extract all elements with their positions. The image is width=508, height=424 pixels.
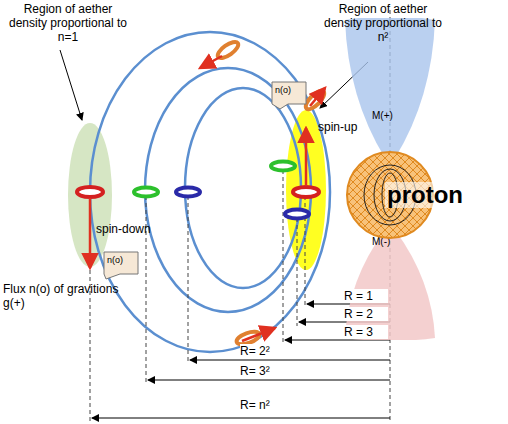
node-text: proton bbox=[385, 182, 465, 208]
node-text: M(+) bbox=[372, 110, 393, 121]
radius-label: R = 2 bbox=[344, 307, 388, 321]
flux-label: Flux n(o) of gravitions g(+) bbox=[3, 282, 123, 310]
node-text: n(o) bbox=[107, 255, 123, 265]
radius-label: R= n² bbox=[240, 398, 290, 412]
drop-line bbox=[90, 10, 390, 422]
node-shape bbox=[100, 250, 140, 280]
spin-label: spin-down bbox=[96, 222, 166, 236]
mass-lobe: M(-) bbox=[340, 230, 440, 340]
spin-arrow bbox=[90, 56, 325, 341]
spin-label: spin-up bbox=[318, 120, 378, 134]
radius-label: R = 1 bbox=[344, 289, 388, 303]
radius-arrow bbox=[92, 304, 390, 418]
flux-block-arrow: n(o) bbox=[268, 80, 308, 110]
radius-label: R = 3 bbox=[344, 325, 388, 339]
node-text: n(o) bbox=[275, 85, 291, 95]
gravitino-ring bbox=[77, 39, 327, 347]
region-label: Region of aether density proportional to… bbox=[3, 2, 133, 44]
flux-block-arrow: n(o) bbox=[100, 250, 140, 280]
aether-region-n1 bbox=[68, 123, 112, 267]
node-shape bbox=[340, 18, 440, 160]
leader-line bbox=[60, 50, 368, 120]
region-label: Region of aether density proportional to… bbox=[318, 2, 448, 44]
orbit bbox=[90, 32, 330, 352]
radius-label: R= 2² bbox=[240, 344, 290, 358]
mass-lobe: M(+) bbox=[340, 18, 440, 160]
node-shape bbox=[268, 80, 308, 110]
proton-core: proton bbox=[345, 150, 435, 240]
radius-label: R= 3² bbox=[240, 364, 290, 378]
